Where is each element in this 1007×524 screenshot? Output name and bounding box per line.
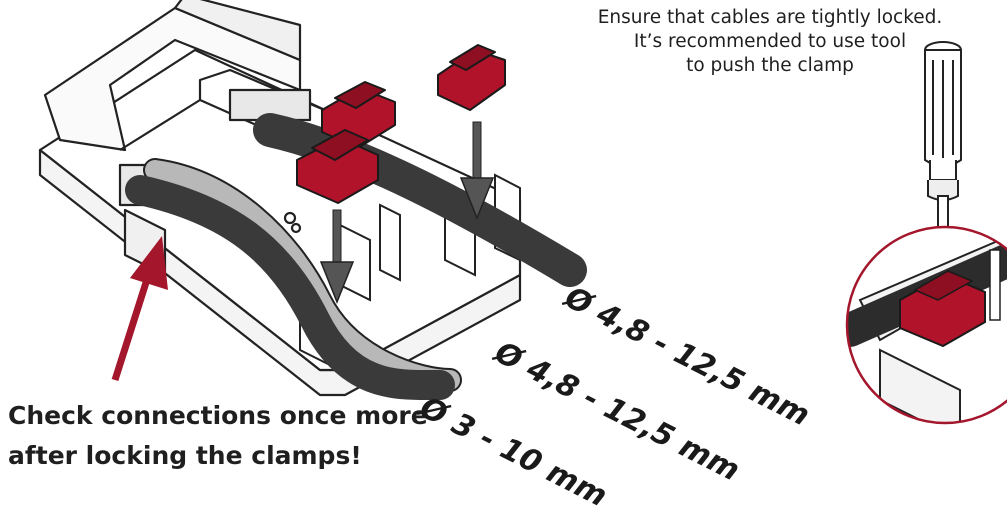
- up-arrow-icon: [111, 236, 168, 382]
- tool-tip-line-1: Ensure that cables are tightly locked.: [597, 7, 943, 28]
- middle-cable: [125, 175, 455, 401]
- warning-line-1: Check connections once more: [8, 401, 428, 430]
- upper-cable: [253, 113, 587, 287]
- tool-tip-line-2: It’s recommended to use tool: [633, 31, 907, 52]
- detail-zoom: [845, 225, 1007, 425]
- warning-note: Check connections once more after lockin…: [8, 396, 428, 476]
- clamps: [296, 44, 506, 204]
- warning-line-2: after locking the clamps!: [8, 441, 362, 470]
- cables: [125, 113, 587, 401]
- tool-tip-note: Ensure that cables are tightly locked. I…: [560, 6, 980, 78]
- cable-clamp-icon: [437, 44, 506, 111]
- down-arrow-icon: [319, 209, 355, 305]
- tool-tip-line-3: to push the clamp: [686, 55, 854, 76]
- down-arrows: [319, 121, 495, 305]
- cable-clamp-icon: [296, 129, 379, 204]
- down-arrow-icon: [459, 121, 495, 221]
